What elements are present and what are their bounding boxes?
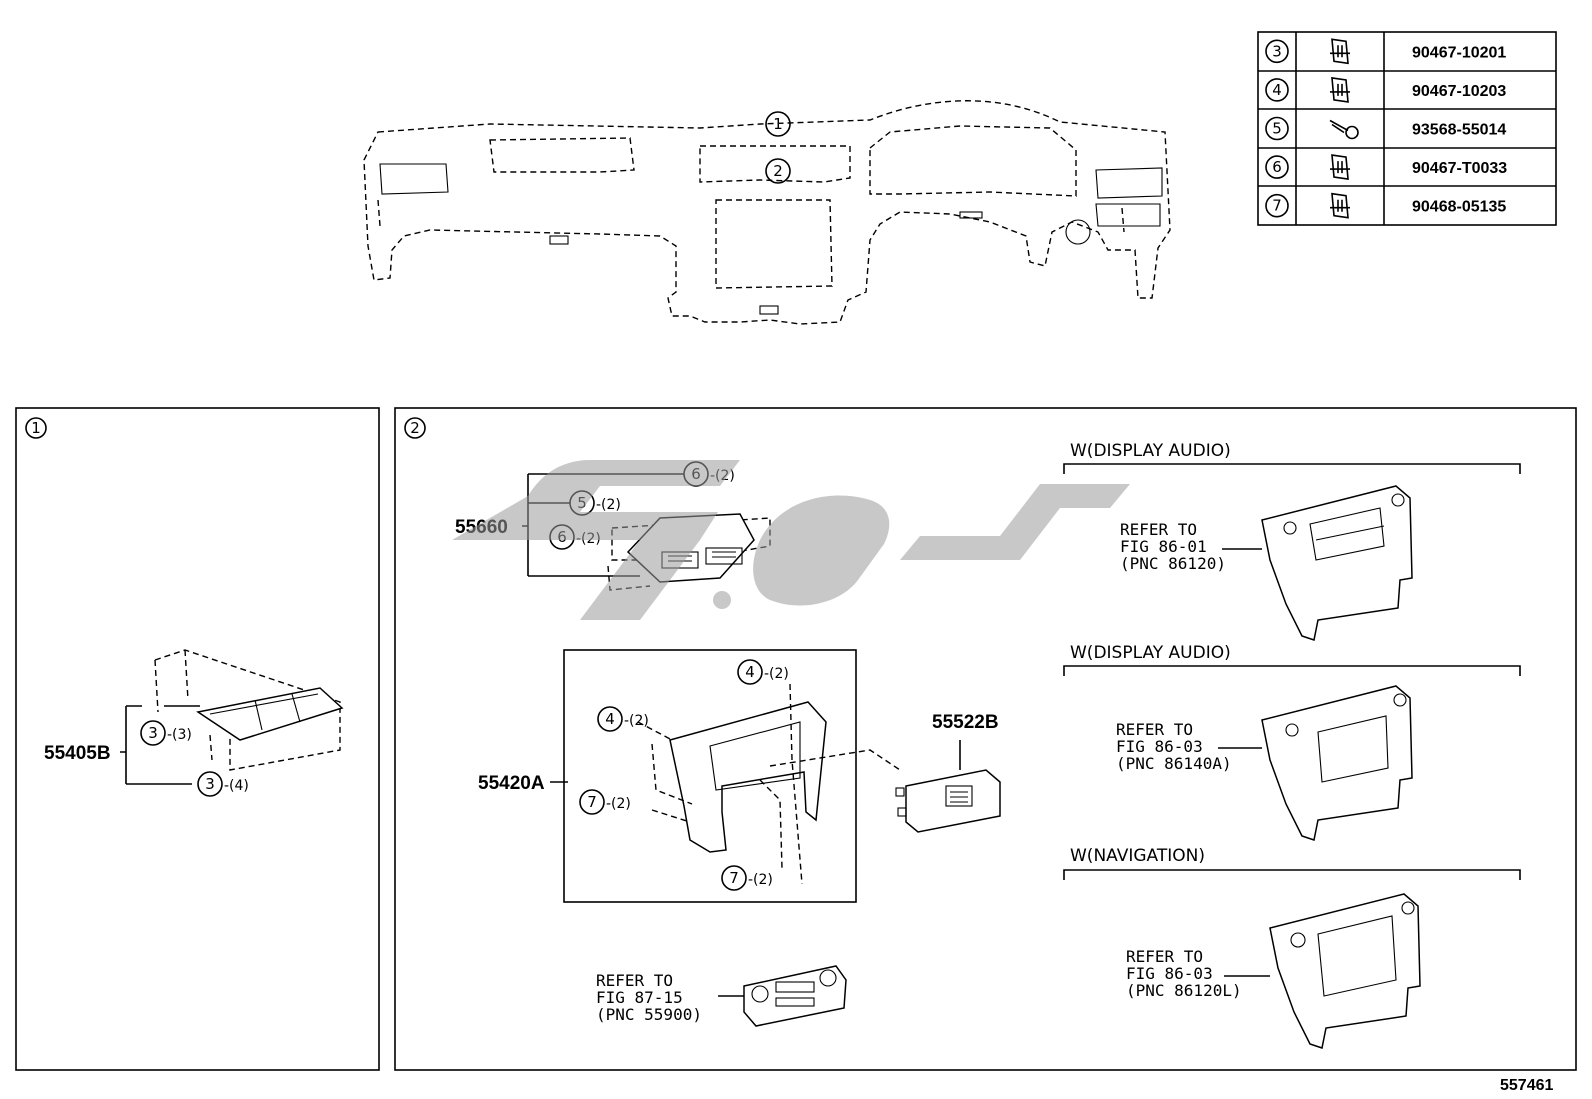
svg-text:REFER TO: REFER TO bbox=[1126, 947, 1203, 966]
ref-circle bbox=[1265, 193, 1289, 218]
panel-tag: 2 bbox=[410, 419, 420, 437]
svg-text:-(4): -(4) bbox=[224, 778, 249, 794]
fastener-row: 3 90467-10201 bbox=[1265, 38, 1506, 65]
variant-display-audio-2: W(DISPLAY AUDIO) REFER TO FIG 86-03 (PNC… bbox=[1063, 643, 1521, 841]
svg-text:3: 3 bbox=[148, 724, 158, 742]
variant-header: W(DISPLAY AUDIO) bbox=[1070, 643, 1231, 663]
part-55405b-drawing bbox=[154, 649, 344, 771]
ref-number: 6 bbox=[1272, 158, 1282, 176]
svg-text:(PNC 86140A): (PNC 86140A) bbox=[1116, 754, 1232, 773]
head-unit-drawing-2 bbox=[1261, 685, 1413, 841]
svg-text:(PNC 86120): (PNC 86120) bbox=[1120, 554, 1226, 573]
callout-3-qty3: 3 -(3) bbox=[140, 720, 192, 746]
clip-icon bbox=[1330, 154, 1350, 181]
part-number-55420a: 55420A bbox=[478, 773, 545, 794]
bezel-frame-box bbox=[563, 649, 857, 903]
ref-number: 3 bbox=[1272, 42, 1282, 60]
callout-1-top: 1 bbox=[765, 111, 791, 137]
callout-number: 2 bbox=[773, 162, 783, 180]
part-number-55522b: 55522B bbox=[932, 712, 999, 733]
svg-text:-(2): -(2) bbox=[624, 713, 649, 729]
svg-text:(PNC 86120L): (PNC 86120L) bbox=[1126, 981, 1242, 1000]
climate-reference-text: REFER TO FIG 87-15 (PNC 55900) bbox=[596, 971, 702, 1024]
climate-control-drawing bbox=[718, 965, 847, 1027]
variant-display-audio-1: W(DISPLAY AUDIO) REFER TO FIG 86-01 (PNC… bbox=[1063, 441, 1521, 641]
clip-icon bbox=[1330, 76, 1350, 103]
fastener-row: 5 93568-55014 bbox=[1265, 116, 1506, 141]
part-number: 90467-10201 bbox=[1412, 44, 1506, 61]
svg-text:-(2): -(2) bbox=[596, 497, 621, 513]
svg-text:(PNC 55900): (PNC 55900) bbox=[596, 1005, 702, 1024]
callout-number: 1 bbox=[773, 115, 783, 133]
switch-55522b-drawing bbox=[895, 740, 1001, 833]
head-unit-drawing-1 bbox=[1261, 485, 1413, 641]
screw-icon bbox=[1329, 119, 1359, 140]
svg-text:-(2): -(2) bbox=[764, 666, 789, 682]
fastener-row: 6 90467-T0033 bbox=[1265, 154, 1507, 181]
ref-number: 5 bbox=[1272, 120, 1282, 138]
callout-3-qty4: 3 -(4) bbox=[197, 771, 249, 797]
ref-circle bbox=[1265, 78, 1289, 102]
svg-text:-(2): -(2) bbox=[748, 872, 773, 888]
ref-circle bbox=[1265, 39, 1289, 64]
svg-text:REFER TO: REFER TO bbox=[1116, 720, 1193, 739]
svg-text:4: 4 bbox=[605, 710, 615, 728]
ref-circle bbox=[1265, 116, 1289, 141]
callout-7-bezel-left: 7 -(2) bbox=[579, 789, 631, 815]
clip-icon bbox=[1330, 192, 1350, 219]
panel-2-frame: 2 bbox=[394, 407, 1577, 1071]
callout-4-bezel-left: 4 -(2) bbox=[597, 706, 649, 732]
ref-number: 4 bbox=[1272, 81, 1282, 99]
variant-navigation: W(NAVIGATION) REFER TO FIG 86-03 (PNC 86… bbox=[1063, 846, 1521, 1049]
part-number: 90467-10203 bbox=[1412, 83, 1506, 100]
part-number: 90468-05135 bbox=[1412, 199, 1506, 216]
part-number: 93568-55014 bbox=[1412, 122, 1506, 139]
part-number: 90467-T0033 bbox=[1412, 160, 1507, 177]
ref-number: 7 bbox=[1272, 197, 1282, 215]
clip-icon bbox=[1330, 38, 1350, 65]
panel-tag: 1 bbox=[31, 419, 41, 437]
callout-2-top: 2 bbox=[765, 158, 791, 184]
svg-text:FIG 86-01: FIG 86-01 bbox=[1120, 537, 1207, 556]
fastener-table bbox=[1257, 31, 1557, 226]
svg-text:FIG 87-15: FIG 87-15 bbox=[596, 988, 683, 1007]
svg-text:-(3): -(3) bbox=[167, 727, 192, 743]
svg-text:7: 7 bbox=[729, 869, 739, 887]
instrument-panel-outline bbox=[363, 100, 1171, 325]
ref-circle bbox=[1265, 155, 1289, 179]
panel-1-frame: 1 bbox=[15, 407, 380, 1071]
fastener-row: 4 90467-10203 bbox=[1265, 76, 1506, 103]
head-unit-drawing-3 bbox=[1269, 893, 1421, 1049]
svg-text:REFER TO: REFER TO bbox=[596, 971, 673, 990]
callout-7-bezel-bottom: 7 -(2) bbox=[721, 865, 773, 891]
svg-text:FIG 86-03: FIG 86-03 bbox=[1126, 964, 1213, 983]
center-bezel-drawing bbox=[637, 683, 901, 885]
svg-text:FIG 86-03: FIG 86-03 bbox=[1116, 737, 1203, 756]
svg-text:-(2): -(2) bbox=[606, 796, 631, 812]
svg-text:4: 4 bbox=[745, 663, 755, 681]
part-number-55405b: 55405B bbox=[44, 743, 111, 764]
svg-text:REFER TO: REFER TO bbox=[1120, 520, 1197, 539]
part-55405b-leader bbox=[120, 705, 200, 785]
callout-4-bezel-top: 4 -(2) bbox=[737, 659, 789, 685]
svg-text:3: 3 bbox=[205, 775, 215, 793]
watermark-logo bbox=[452, 460, 1130, 620]
diagram-id: 557461 bbox=[1500, 1077, 1553, 1094]
fastener-row: 7 90468-05135 bbox=[1265, 192, 1506, 219]
variant-header: W(NAVIGATION) bbox=[1070, 846, 1205, 866]
variant-header: W(DISPLAY AUDIO) bbox=[1070, 441, 1231, 461]
svg-text:7: 7 bbox=[587, 793, 597, 811]
